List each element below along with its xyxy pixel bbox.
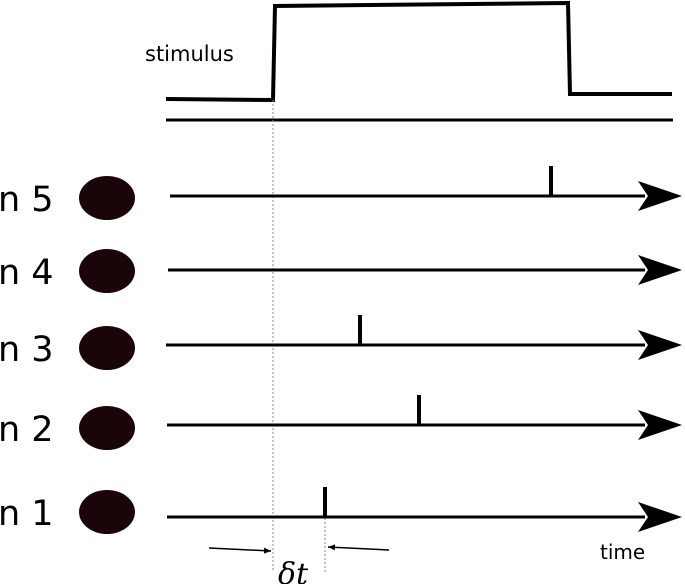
stimulus-waveform — [165, 0, 672, 103]
arrowhead — [638, 410, 682, 440]
neuron-label: n 5 — [0, 180, 54, 220]
delay-annotation: δt — [208, 544, 390, 584]
neuron-row: n 1 — [0, 487, 682, 534]
neuron-label: n 3 — [0, 330, 54, 370]
neuron-row: n 2 — [0, 395, 682, 450]
arrowhead — [638, 255, 682, 285]
delay-right-arrow — [327, 544, 390, 551]
neuron-dot — [79, 490, 135, 534]
neuron-dot — [79, 326, 135, 370]
neuron-dot — [79, 406, 135, 450]
neuron-label: n 4 — [0, 253, 54, 293]
delay-label: δt — [278, 557, 309, 584]
neuron-dot — [79, 176, 135, 220]
neuron-row: n 5 — [0, 166, 682, 220]
arrowhead — [638, 330, 682, 360]
stimulus-trace: stimulus — [145, 0, 673, 122]
neuron-row: n 3 — [0, 315, 682, 370]
delay-left-arrow — [208, 547, 272, 554]
arrowhead — [638, 181, 682, 211]
time-axis-label: time — [600, 540, 645, 564]
neuron-rows: n 5 n 4 n 3 n 2 n 1 — [0, 166, 682, 534]
arrowhead — [638, 502, 682, 532]
stimulus-label: stimulus — [145, 42, 234, 66]
neuron-label: n 2 — [0, 410, 54, 450]
neuron-row: n 4 — [0, 249, 682, 293]
neuron-label: n 1 — [0, 494, 54, 534]
neuron-dot — [79, 249, 135, 293]
